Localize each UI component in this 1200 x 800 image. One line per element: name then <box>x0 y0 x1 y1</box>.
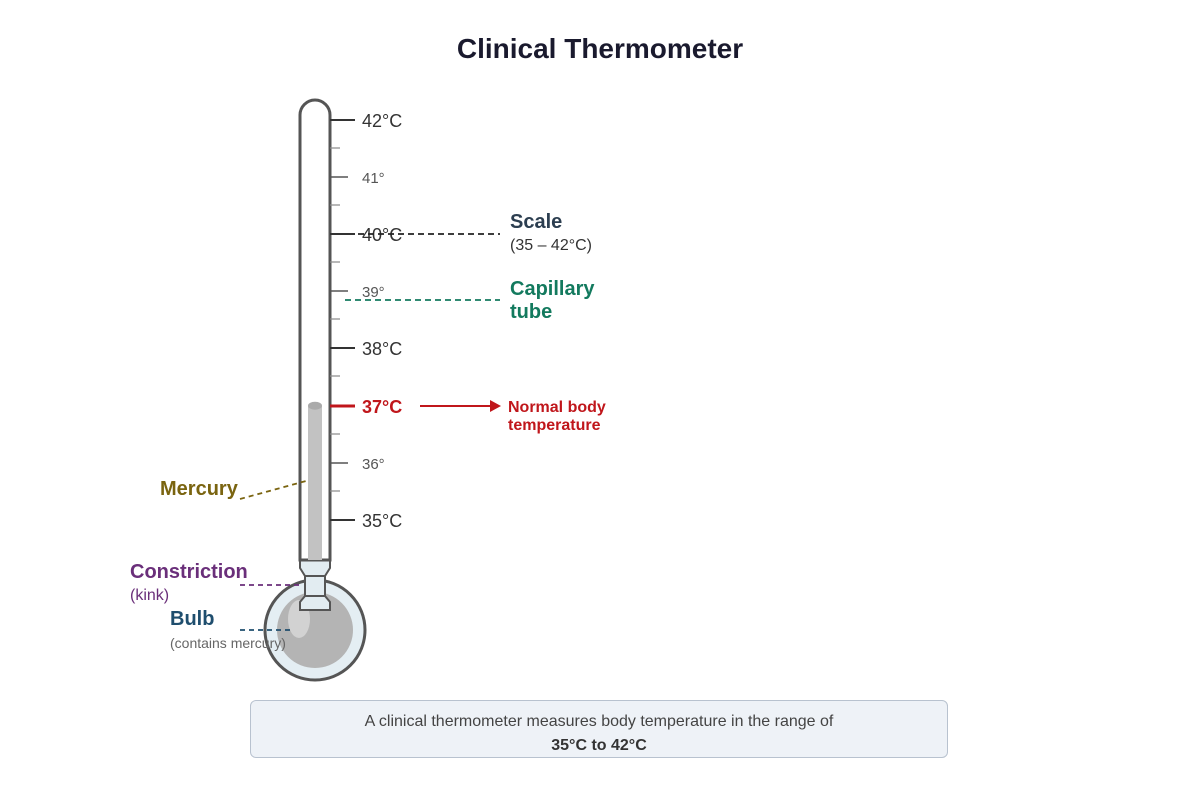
normal-callout-line1: Normal body <box>508 399 606 416</box>
scale-label-42: 42°C <box>362 111 402 131</box>
scale-label-36: 36° <box>362 456 385 473</box>
constriction-callout-title: Constriction <box>130 561 248 583</box>
scale-label-40: 40°C <box>362 225 402 245</box>
caption-line2: 35°C to 42°C <box>551 737 647 754</box>
mercury-callout-title: Mercury <box>160 478 239 500</box>
bulb-callout-sub: (contains mercury) <box>170 635 286 651</box>
page-title: Clinical Thermometer <box>456 33 744 64</box>
mercury-leader-line <box>239 480 307 500</box>
constriction-callout-sub: (kink) <box>130 587 169 604</box>
mercury-column <box>308 405 322 560</box>
normal-arrow-head <box>490 400 501 412</box>
caption-box: A clinical thermometer measures body tem… <box>250 700 948 758</box>
scale-callout-title: Scale <box>510 211 562 233</box>
scale-ticks <box>330 119 355 521</box>
constriction-neck <box>304 573 326 597</box>
capillary-callout-line2: tube <box>510 301 552 323</box>
mercury-meniscus <box>308 401 322 410</box>
scale-label-39: 39° <box>362 284 385 301</box>
bulb-collar <box>299 595 331 611</box>
scale-label-41: 41° <box>362 170 385 187</box>
scale-callout-sub: (35 – 42°C) <box>510 237 592 254</box>
scale-label-37: 37°C <box>362 397 402 417</box>
scale-label-38: 38°C <box>362 339 402 359</box>
bulb-callout-title: Bulb <box>170 608 214 630</box>
capillary-callout-line1: Capillary <box>510 278 595 300</box>
stem-glass <box>298 98 332 562</box>
normal-callout-line2: temperature <box>508 417 601 434</box>
caption-line1: A clinical thermometer measures body tem… <box>364 713 834 730</box>
stem-taper <box>299 559 331 577</box>
scale-label-35: 35°C <box>362 511 402 531</box>
